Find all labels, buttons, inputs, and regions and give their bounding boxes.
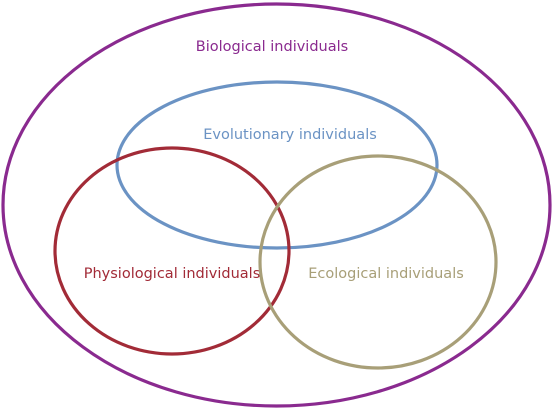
ecological-individuals-ellipse [258,154,498,370]
evolutionary-individuals-ellipse [115,80,439,250]
ecological-individuals-label: Ecological individuals [308,266,464,282]
physiological-individuals-label: Physiological individuals [84,266,261,282]
physiological-individuals-ellipse [53,146,291,356]
evolutionary-individuals-label: Evolutionary individuals [203,127,377,143]
biological-individuals-label: Biological individuals [196,39,348,55]
